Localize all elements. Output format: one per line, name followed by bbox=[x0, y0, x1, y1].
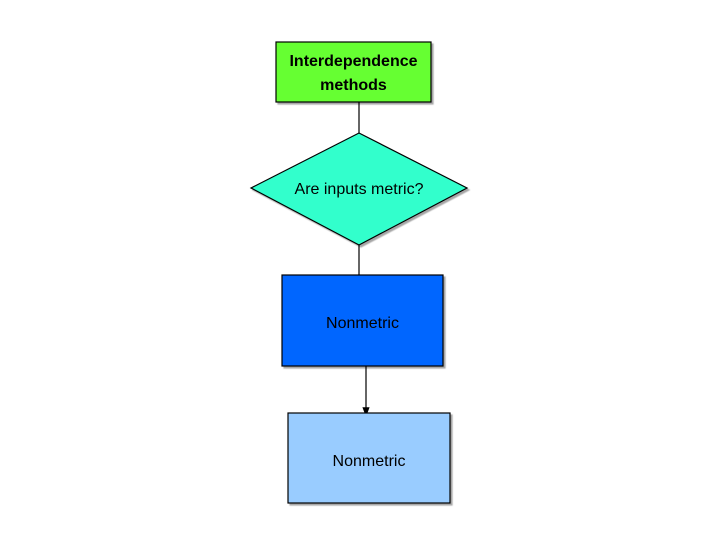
node-decision: Are inputs metric? bbox=[249, 132, 469, 246]
node-nonmetric-2: Nonmetric bbox=[287, 412, 451, 504]
node-start-label: Interdependence bbox=[289, 53, 417, 70]
decision-diamond bbox=[249, 132, 469, 246]
nonmetric-1-box bbox=[281, 274, 444, 367]
nonmetric-1-label: Nonmetric bbox=[326, 315, 399, 332]
node-start-label-line2: methods bbox=[320, 77, 387, 94]
node-nonmetric-1: Nonmetric bbox=[281, 274, 444, 367]
nonmetric-2-label: Nonmetric bbox=[333, 453, 406, 470]
decision-label: Are inputs metric? bbox=[295, 181, 424, 198]
node-start-box bbox=[275, 41, 432, 103]
nonmetric-2-box bbox=[287, 412, 451, 504]
node-interdependence-methods: Interdependence methods bbox=[275, 41, 432, 103]
